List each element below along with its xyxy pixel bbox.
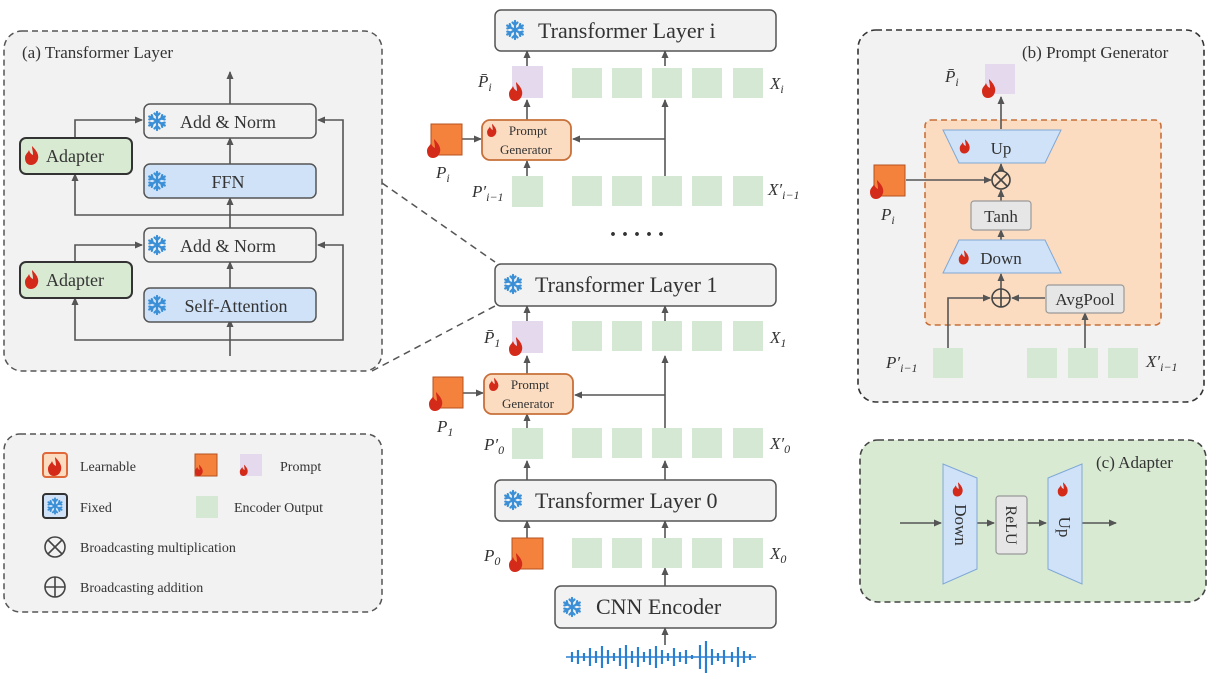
pg-label-p-i: Pi: [880, 205, 895, 227]
label-x0: X0: [769, 544, 786, 566]
adapter-down: Down: [951, 504, 970, 546]
legend-broadcast-add: Broadcasting addition: [80, 581, 203, 596]
pg-label-x-prev: X′i−1: [1145, 352, 1178, 374]
panel-a-title: (a) Transformer Layer: [22, 43, 173, 62]
audio-waveform-icon: [566, 641, 756, 673]
encoder-output-row-i-prev: [572, 176, 763, 206]
prompt-generator-i-line2: Generator: [500, 142, 553, 157]
add-norm-bottom: Add & Norm: [180, 236, 276, 256]
encoder-output-row-i: [572, 68, 763, 98]
label-p-i: Pi: [435, 163, 450, 185]
legend-fixed: Fixed: [80, 501, 112, 516]
adapter-top: Adapter: [46, 146, 104, 166]
pg-up: Up: [991, 139, 1012, 158]
pg-label-p-prev: P′i−1: [885, 353, 918, 375]
center-pipeline: CNN Encoder P0 X0 Transformer Layer 0 P′…: [427, 9, 800, 673]
encoder-output-row-0-prime: [572, 428, 763, 458]
panel-a-transformer-layer: (a) Transformer Layer Add & Norm FFN: [3, 30, 383, 372]
transformer-layer-0: Transformer Layer 0: [535, 488, 717, 513]
prompt-generator-1-line1: Prompt: [511, 377, 550, 392]
pg-add-icon: [991, 288, 1011, 308]
transformer-layer-i: Transformer Layer i: [538, 18, 716, 43]
ffn-block: FFN: [211, 172, 244, 192]
label-x-i: Xi: [769, 74, 784, 96]
legend-prompt: Prompt: [280, 460, 321, 475]
panel-c-adapter: (c) Adapter Down ReLU Up: [859, 439, 1207, 603]
label-p0: P0: [483, 546, 500, 568]
pg-tanh: Tanh: [984, 207, 1018, 226]
add-norm-top: Add & Norm: [180, 112, 276, 132]
prompt-generator-1-line2: Generator: [502, 396, 555, 411]
legend: Learnable Prompt Fixed Encoder Output Br…: [3, 433, 383, 613]
prompt-generator-i-line1: Prompt: [509, 123, 548, 138]
pg-down: Down: [980, 249, 1022, 268]
legend-encoder-output: Encoder Output: [234, 501, 323, 516]
mult-icon: [44, 536, 66, 558]
zoom-connector: [371, 182, 496, 372]
label-p0-prime: P′0: [483, 435, 504, 457]
panel-b-prompt-generator: (b) Prompt Generator P̄i Up T: [857, 29, 1205, 403]
adapter-bottom: Adapter: [46, 270, 104, 290]
legend-learnable: Learnable: [80, 460, 136, 475]
cnn-encoder-block: CNN Encoder: [596, 594, 722, 619]
transformer-layer-1: Transformer Layer 1: [535, 272, 717, 297]
adapter-relu: ReLU: [1002, 505, 1019, 545]
encoder-output-row-1: [572, 321, 763, 351]
pg-multiply-icon: [991, 170, 1011, 190]
pg-label-pbar: P̄i: [944, 67, 959, 89]
pg-avgpool: AvgPool: [1055, 290, 1114, 309]
label-x1: X1: [769, 328, 786, 350]
label-x0-prime: X′0: [769, 434, 790, 456]
ellipsis: . . . . .: [610, 216, 664, 242]
self-attention-block: Self-Attention: [185, 296, 288, 316]
panel-c-title: (c) Adapter: [1096, 453, 1173, 472]
legend-broadcast-mult: Broadcasting multiplication: [80, 541, 236, 556]
panel-b-title: (b) Prompt Generator: [1022, 43, 1169, 62]
add-icon: [44, 576, 66, 598]
label-pbar-i: P̄i: [477, 72, 492, 94]
label-p1: P1: [436, 417, 453, 439]
label-pbar-1: P̄1: [483, 328, 500, 350]
label-p-prev-i: P′i−1: [471, 182, 504, 204]
label-x-prev-i: X′i−1: [767, 180, 800, 202]
adapter-up: Up: [1055, 517, 1074, 538]
encoder-output-row-0: [572, 538, 763, 568]
